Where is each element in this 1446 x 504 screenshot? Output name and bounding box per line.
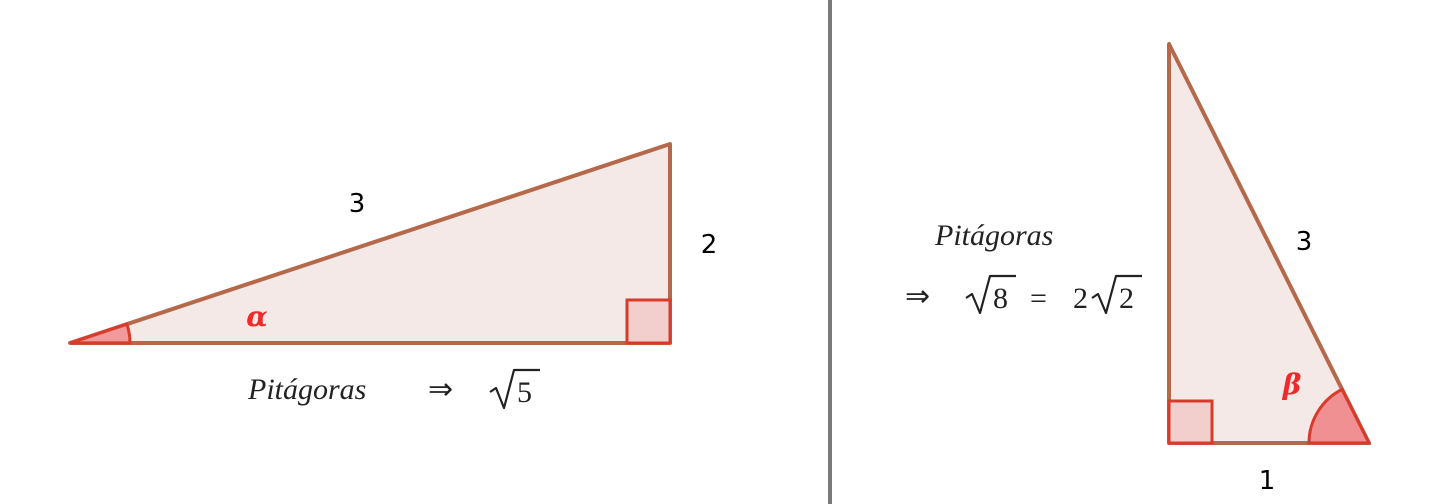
right-formula-arrow: ⇒ <box>905 280 930 313</box>
left-formula-word: Pitágoras <box>247 373 366 406</box>
left-formula: Pitágoras ⇒ 5 <box>247 368 540 410</box>
right-right-angle-marker <box>1167 399 1214 445</box>
right-angle-beta-marker <box>1307 387 1372 445</box>
right-formula-equals: = <box>1030 282 1047 315</box>
right-hypotenuse-label: 3 <box>1296 227 1313 257</box>
left-angle-label: α <box>246 300 268 333</box>
right-formula-radical-sign-1 <box>965 274 1016 315</box>
left-hypotenuse-label: 3 <box>349 189 366 219</box>
left-angle-alpha-marker <box>69 322 132 345</box>
right-triangle-figure: 3 1 β Pitágoras ⇒ 8 = 2 2 <box>905 42 1372 496</box>
right-formula-equation: ⇒ 8 = 2 2 <box>905 274 1142 315</box>
left-formula-radicand: 5 <box>517 376 532 409</box>
right-formula-radical-sign-2 <box>1091 274 1142 315</box>
right-horizontal-leg-label: 1 <box>1259 466 1276 496</box>
left-triangle-figure: 3 2 α Pitágoras ⇒ 5 <box>68 142 718 410</box>
right-formula-coefficient: 2 <box>1073 282 1088 315</box>
right-formula-word: Pitágoras <box>934 219 1053 252</box>
right-formula-radicand-right: 2 <box>1119 282 1134 315</box>
right-angle-label: β <box>1282 368 1302 401</box>
left-formula-arrow: ⇒ <box>428 373 453 406</box>
right-formula-radicand-left: 8 <box>993 282 1008 315</box>
left-formula-radical-sign <box>489 368 540 410</box>
left-right-angle-marker <box>625 298 672 345</box>
left-vertical-leg-label: 2 <box>701 230 718 260</box>
left-triangle <box>68 142 672 345</box>
right-triangle <box>1167 42 1371 445</box>
